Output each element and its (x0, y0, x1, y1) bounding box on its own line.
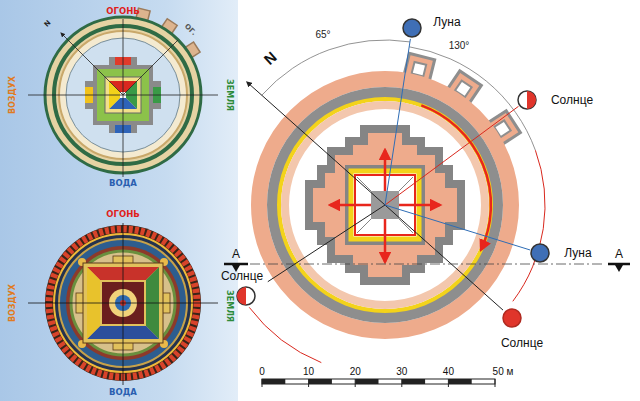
scale-number: 50 м (493, 367, 514, 377)
sun-half (527, 91, 536, 109)
scale-bar (402, 379, 425, 384)
element-label: ЗЕМЛЯ (225, 290, 233, 322)
element-label: ВОДА (109, 388, 137, 397)
celestial-markers (237, 19, 549, 327)
element-label: ВОДА (109, 179, 137, 188)
sight-line (385, 205, 530, 250)
palace (399, 204, 440, 207)
moon-label: Луна (433, 16, 460, 28)
sight-line (385, 106, 519, 205)
sun-arc (249, 307, 321, 362)
scale-bar (262, 379, 495, 387)
sun-half (237, 287, 246, 305)
element-label: ОГОНЬ (106, 210, 139, 219)
scale-bar (309, 379, 332, 384)
angle-label: 130° (449, 41, 470, 51)
angle-arc (409, 47, 535, 151)
scale-bar (308, 379, 309, 387)
palace (384, 150, 387, 191)
angle-label: 65° (315, 30, 330, 40)
section-line (250, 264, 604, 265)
section-tick (224, 263, 248, 266)
scale-bar (262, 379, 285, 384)
sun-arc (513, 150, 545, 301)
section-arrow (615, 265, 623, 272)
moon-symbol (403, 19, 421, 37)
sun-symbol (237, 287, 255, 305)
element-label: ВОЗДУХ (9, 284, 17, 322)
scale-bar (355, 379, 378, 384)
element-label: ЗЕМЛЯ (225, 79, 233, 111)
sun-label: Солнце (221, 270, 263, 282)
sight-line (385, 205, 503, 310)
sight-line (385, 39, 410, 205)
palace (330, 204, 371, 207)
scale-bar (401, 379, 402, 387)
compass-label: N (261, 49, 279, 67)
section-mark: А (615, 248, 623, 260)
moon-symbol (531, 244, 549, 262)
schematic-mandala (28, 8, 218, 177)
scale-number: 40 (443, 367, 454, 377)
scale-bar (262, 379, 263, 387)
moon-label: Луна (564, 247, 591, 259)
scale-number: 20 (350, 367, 361, 377)
scale-bar (495, 379, 496, 387)
sun-label: Солнце (551, 94, 593, 106)
scale-number: 30 (396, 367, 407, 377)
north-line (247, 82, 385, 205)
sun-label: Солнце (501, 337, 543, 349)
element-label: ВОЗДУХ (9, 76, 17, 114)
axis-line (123, 19, 124, 177)
scale-number: 10 (303, 367, 314, 377)
axis-line (123, 223, 124, 385)
element-label: ОГОНЬ (106, 7, 139, 16)
section-mark: А (232, 248, 240, 260)
section-tick (608, 263, 630, 266)
sun-symbol (503, 309, 521, 327)
sun-symbol (518, 91, 536, 109)
side-panel (0, 0, 238, 401)
sight-lines (224, 39, 630, 363)
scale-bar (262, 379, 495, 384)
scale-number: 0 (259, 367, 265, 377)
sight-line (268, 205, 385, 282)
scale-bar (448, 379, 471, 384)
angle-arc (262, 40, 410, 95)
palace (384, 219, 387, 262)
north-arrow (61, 33, 123, 95)
painted-mandala (28, 223, 218, 385)
scale-bar (448, 379, 449, 387)
direction-line (123, 40, 178, 95)
scale-bar (355, 379, 356, 387)
